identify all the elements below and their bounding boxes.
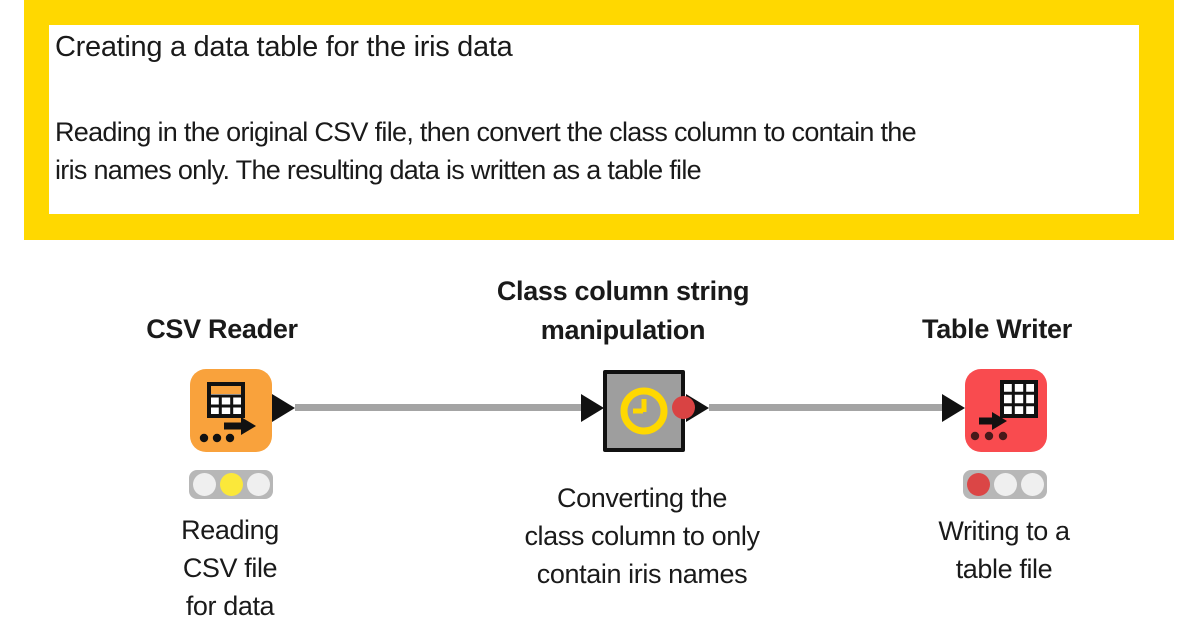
status-light: [192, 473, 216, 496]
output-port-csv-reader[interactable]: [272, 394, 295, 422]
status-light: [219, 473, 243, 496]
node-status-dot: [672, 396, 695, 419]
status-light: [246, 473, 270, 496]
traffic-light-table-writer: [963, 470, 1047, 499]
node-csv-reader[interactable]: [190, 369, 272, 452]
connection-manipulation-to-writer[interactable]: [709, 404, 942, 411]
status-light: [1020, 473, 1044, 496]
node-label-string-manipulation: Class column string manipulation: [496, 276, 750, 345]
annotation-title: Creating a data table for the iris data: [55, 31, 513, 63]
node-table-writer[interactable]: [965, 369, 1047, 452]
node-comment-csv-reader: Reading CSV file for data: [181, 515, 279, 621]
table-write-icon: [970, 380, 1038, 441]
table-read-icon: [199, 382, 256, 443]
node-string-manipulation[interactable]: [603, 370, 685, 452]
connection-csv-to-manipulation[interactable]: [295, 404, 582, 411]
node-label-csv-reader: CSV Reader: [146, 314, 298, 344]
workflow-annotation[interactable]: Creating a data table for the iris data …: [24, 0, 1174, 240]
clock-icon: [620, 387, 668, 435]
status-light: [966, 473, 990, 496]
traffic-light-csv-reader: [189, 470, 273, 499]
node-comment-string-manipulation: Converting the class column to only cont…: [524, 483, 760, 589]
input-port-string-manipulation[interactable]: [581, 394, 604, 422]
node-label-table-writer: Table Writer: [922, 314, 1072, 344]
status-light: [993, 473, 1017, 496]
annotation-description: Reading in the original CSV file, then c…: [55, 117, 917, 185]
input-port-table-writer[interactable]: [942, 394, 965, 422]
node-comment-table-writer: Writing to a table file: [938, 516, 1070, 584]
